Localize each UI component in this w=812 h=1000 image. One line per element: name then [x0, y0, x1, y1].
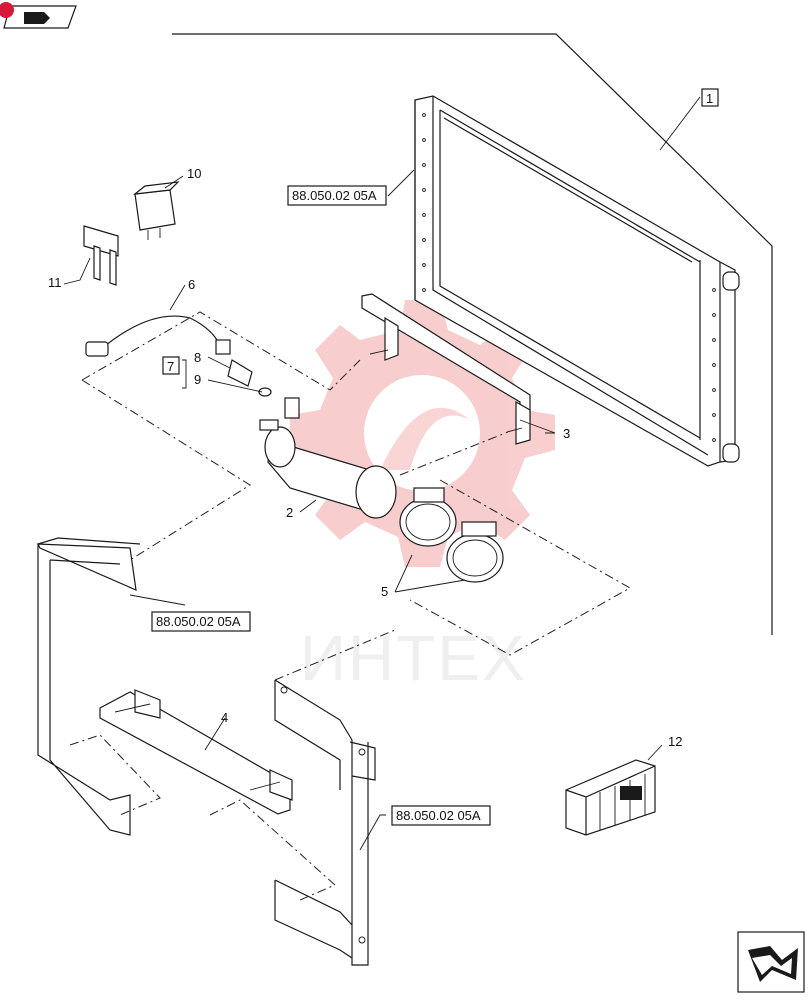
- assembly-lines: [69, 311, 632, 901]
- svg-text:88.050.02 05A: 88.050.02 05A: [156, 614, 241, 629]
- relay-10: [132, 181, 180, 240]
- callout-7: 7: [162, 356, 180, 375]
- callout-3: 3: [563, 426, 570, 441]
- ref-box-frame-left[interactable]: 88.050.02 05A: [151, 611, 251, 632]
- callout-1: 1: [701, 88, 719, 107]
- mounting-bracket-3: [361, 293, 531, 445]
- receiver-drier-2: [259, 397, 397, 519]
- callout-2: 2: [286, 505, 293, 520]
- svg-text:88.050.02 05A: 88.050.02 05A: [292, 188, 377, 203]
- ref-box-frame-right[interactable]: 88.050.02 05A: [391, 805, 491, 826]
- callout-10: 10: [187, 166, 201, 181]
- pen-arrow-icon[interactable]: [0, 2, 77, 29]
- svg-text:7: 7: [167, 359, 174, 374]
- watermark-text: ИНТЕХ: [300, 622, 527, 694]
- callout-12: 12: [668, 734, 682, 749]
- frame-left: [37, 537, 141, 836]
- callout-5: 5: [381, 584, 388, 599]
- group-outline-line: [172, 33, 773, 635]
- sensor-cable-6: [85, 315, 231, 357]
- mounting-bracket-4: [99, 689, 293, 815]
- hose-clamps-5: [399, 487, 504, 583]
- fuse-11: [83, 225, 119, 286]
- callout-11: 11: [48, 275, 62, 290]
- return-arrow-icon[interactable]: [737, 931, 805, 993]
- leader-lines: [63, 96, 701, 851]
- callout-9: 9: [194, 372, 201, 387]
- ref-box-radiator[interactable]: 88.050.02 05A: [287, 185, 387, 206]
- svg-text:88.050.02 05A: 88.050.02 05A: [396, 808, 481, 823]
- radiator: [414, 95, 740, 467]
- callout-4: 4: [221, 710, 228, 725]
- frame-right: [274, 679, 376, 966]
- callout-6: 6: [188, 277, 195, 292]
- svg-text:1: 1: [706, 91, 713, 106]
- callout-8: 8: [194, 350, 201, 365]
- pressure-switch-8: [227, 359, 272, 397]
- accessory-case-12: [565, 759, 656, 836]
